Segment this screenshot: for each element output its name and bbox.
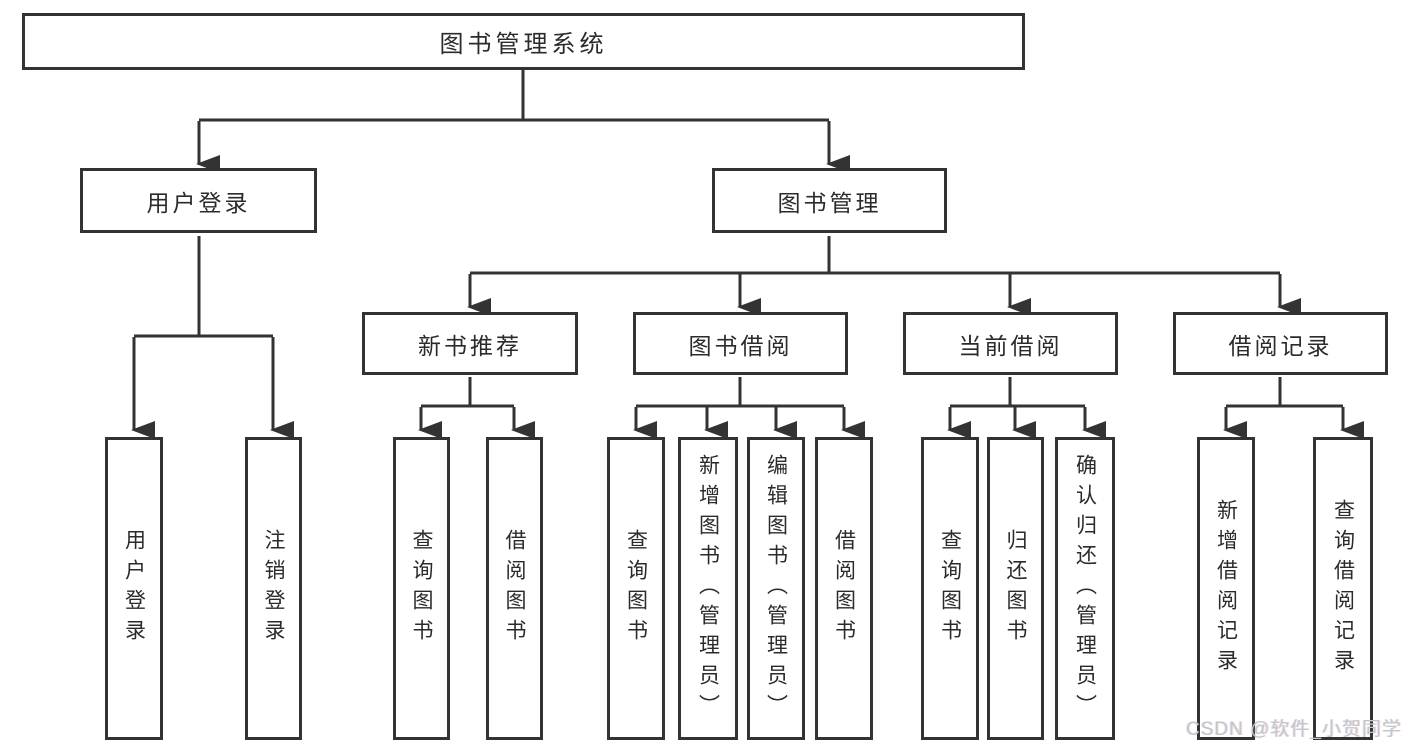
node-leaf-recommend-query-books: 查询图书 — [393, 437, 450, 740]
node-label: 新书推荐 — [418, 332, 522, 359]
node-user-login: 用户登录 — [80, 168, 317, 233]
node-label: 编辑图书（管理员） — [764, 453, 788, 724]
node-current-borrow: 当前借阅 — [903, 312, 1118, 375]
node-label: 图书管理 — [777, 189, 882, 216]
node-leaf-logout: 注销登录 — [245, 437, 302, 740]
node-leaf-edit-books-admin: 编辑图书（管理员） — [747, 437, 805, 740]
node-label: 当前借阅 — [958, 332, 1063, 359]
node-label: 图书借阅 — [688, 332, 793, 359]
node-book-borrow: 图书借阅 — [633, 312, 848, 375]
node-label: 借阅记录 — [1228, 332, 1333, 359]
node-leaf-confirm-return-admin: 确认归还（管理员） — [1055, 437, 1115, 740]
node-leaf-add-borrow-record: 新增借阅记录 — [1197, 437, 1255, 740]
node-label: 归还图书 — [1004, 528, 1027, 649]
node-leaf-query-borrow-record: 查询借阅记录 — [1313, 437, 1373, 740]
node-leaf-add-books-admin: 新增图书（管理员） — [678, 437, 738, 740]
node-label: 用户登录 — [122, 528, 146, 649]
node-label: 图书管理系统 — [439, 31, 608, 58]
node-leaf-current-query-books: 查询图书 — [921, 437, 979, 740]
node-label: 用户登录 — [146, 189, 251, 216]
node-book-management: 图书管理 — [712, 168, 947, 233]
node-leaf-recommend-borrow-books: 借阅图书 — [486, 437, 543, 740]
node-label: 注销登录 — [262, 528, 285, 649]
node-leaf-borrow-books: 借阅图书 — [815, 437, 873, 740]
watermark-text: CSDN @软件_小贺同学 — [1186, 719, 1402, 740]
node-library-system: 图书管理系统 — [22, 13, 1025, 70]
node-label: 借阅图书 — [832, 528, 856, 649]
node-label: 查询图书 — [624, 528, 648, 649]
node-label: 借阅图书 — [503, 528, 526, 649]
node-label: 查询图书 — [410, 528, 433, 649]
node-borrow-records: 借阅记录 — [1173, 312, 1388, 375]
node-label: 确认归还（管理员） — [1073, 453, 1097, 724]
node-label: 新增借阅记录 — [1214, 498, 1238, 679]
node-leaf-return-books: 归还图书 — [987, 437, 1044, 740]
node-label: 新增图书（管理员） — [696, 453, 720, 724]
node-leaf-user-login: 用户登录 — [105, 437, 163, 740]
node-label: 查询借阅记录 — [1331, 498, 1355, 679]
node-new-book-recommend: 新书推荐 — [362, 312, 578, 375]
node-label: 查询图书 — [938, 528, 962, 649]
node-leaf-borrow-query-books: 查询图书 — [607, 437, 665, 740]
